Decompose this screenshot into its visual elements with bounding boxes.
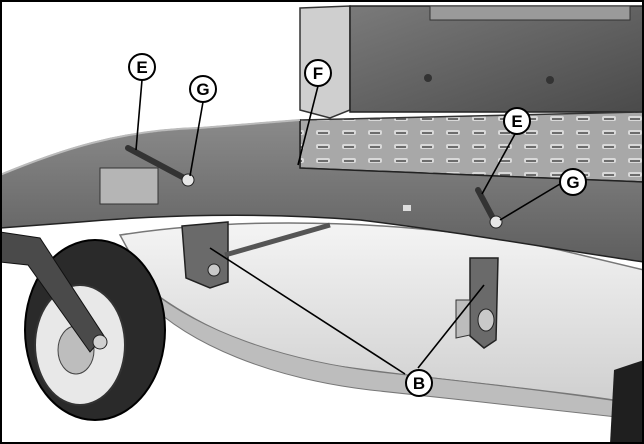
housing-bolt — [546, 76, 554, 84]
callout-e-right: E — [503, 107, 531, 135]
rear-tire — [610, 360, 644, 444]
frame-slot — [403, 205, 411, 211]
right-bracket-mount — [455, 299, 471, 339]
frame-plate — [99, 167, 159, 205]
callout-b-label: B — [413, 374, 425, 393]
right-clip — [489, 215, 503, 229]
left-pin — [125, 145, 191, 183]
leader-f — [297, 85, 319, 166]
leader-b-left — [209, 247, 406, 375]
callout-b: B — [405, 369, 433, 397]
right-lift-bracket — [469, 257, 499, 349]
callout-g-right-label: G — [566, 173, 579, 192]
housing-bolt — [424, 74, 432, 82]
front-caster-fork — [0, 231, 105, 353]
leader-g-left — [189, 101, 204, 177]
callout-f-label: F — [313, 64, 323, 83]
callout-f: F — [304, 59, 332, 87]
callout-g-left-label: G — [196, 80, 209, 99]
right-pin — [475, 187, 498, 225]
right-bracket-bolt — [477, 308, 495, 332]
caster-axle-bolt — [92, 334, 108, 350]
leader-b-right — [417, 284, 485, 369]
leader-lines — [135, 79, 561, 375]
deck-skirt — [144, 289, 644, 421]
left-bracket-bolt — [207, 263, 221, 277]
rear-housing — [349, 5, 644, 113]
callout-g-left: G — [189, 75, 217, 103]
left-clip — [181, 173, 195, 187]
frame-top-edge — [0, 119, 301, 176]
lift-rod — [224, 222, 331, 258]
leader-e-left — [135, 79, 143, 151]
callout-e-right-label: E — [511, 112, 522, 131]
leader-e-right — [481, 133, 516, 195]
callout-e-left: E — [128, 53, 156, 81]
seat-bracket — [429, 5, 631, 21]
leader-g-right — [499, 183, 561, 221]
callout-e-left-label: E — [136, 58, 147, 77]
callout-g-right: G — [559, 168, 587, 196]
